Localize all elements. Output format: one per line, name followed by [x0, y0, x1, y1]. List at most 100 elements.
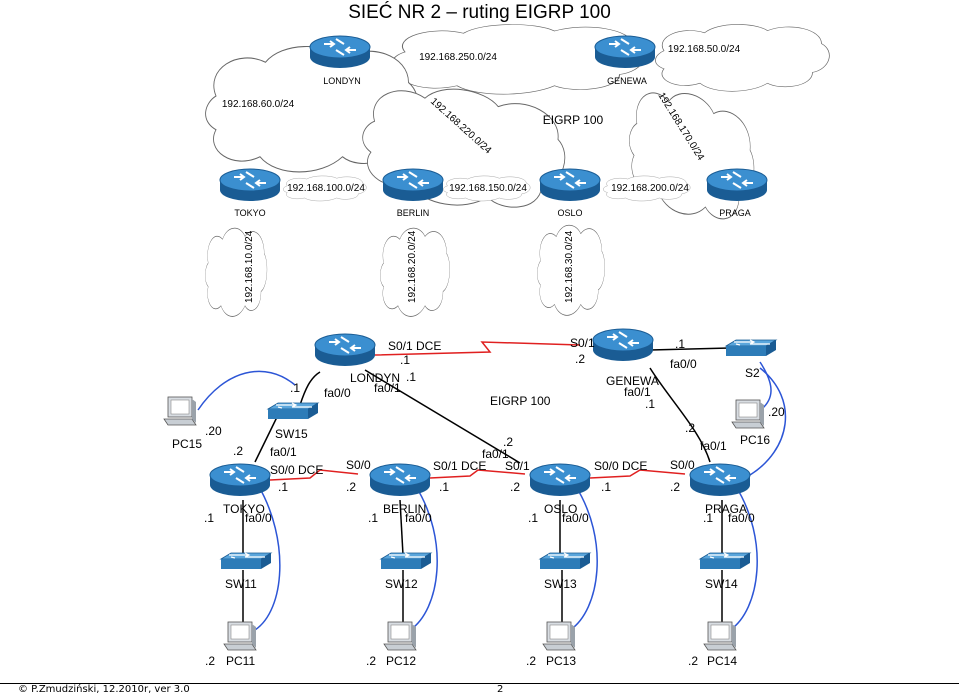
router-icon	[529, 463, 591, 497]
net-label: 192.168.10.0/24	[244, 230, 255, 303]
router-icon	[369, 463, 431, 497]
if-label: .2	[366, 654, 376, 668]
router-label: OSLO	[557, 208, 582, 218]
switch-icon	[699, 552, 751, 570]
if-label: .2	[503, 435, 513, 449]
switch-icon	[539, 552, 591, 570]
link	[254, 414, 279, 463]
pc-label: PC12	[386, 654, 416, 668]
if-label: .2	[510, 480, 520, 494]
serial-link	[374, 341, 581, 356]
net-label: 192.168.150.0/24	[449, 183, 527, 194]
router-icon	[689, 463, 751, 497]
switch-icon	[220, 552, 272, 570]
if-label: .2	[526, 654, 536, 668]
net-label: 192.168.20.0/24	[407, 230, 418, 303]
router-label: BERLIN	[383, 502, 426, 516]
if-label: S0/1	[505, 459, 530, 473]
switch-icon	[267, 402, 319, 420]
if-label: .1	[439, 480, 449, 494]
link	[364, 369, 521, 464]
router-label: TOKYO	[234, 208, 265, 218]
if-label: fa0/1	[270, 445, 297, 459]
if-label: .1	[406, 370, 416, 384]
footer-divider	[0, 683, 959, 684]
if-label: S0/1 DCE	[388, 339, 441, 353]
if-label: .20	[768, 405, 785, 419]
router-icon	[209, 463, 271, 497]
if-label: S0/1	[570, 336, 595, 350]
link	[254, 484, 281, 631]
pc-icon	[542, 621, 576, 651]
if-label: .2	[575, 352, 585, 366]
router-icon	[594, 35, 656, 69]
switch-icon	[725, 339, 777, 357]
pc-icon	[703, 621, 737, 651]
serial-link	[429, 469, 526, 479]
serial-link	[269, 469, 359, 481]
switch-label: S2	[745, 366, 760, 380]
net-label: 192.168.60.0/24	[222, 99, 295, 110]
if-label: .1	[528, 511, 538, 525]
if-label: fa0/0	[670, 357, 697, 371]
switch-label: SW12	[385, 577, 418, 591]
if-label: .1	[703, 511, 713, 525]
link	[729, 484, 758, 631]
router-icon	[219, 168, 281, 202]
pc-icon	[383, 621, 417, 651]
if-label: .1	[278, 480, 288, 494]
pc-label: PC11	[226, 654, 255, 668]
if-label: .1	[204, 511, 214, 525]
link	[197, 370, 296, 411]
pc-icon	[163, 396, 197, 426]
link	[749, 367, 787, 476]
if-label: fa0/1	[700, 439, 727, 453]
router-icon	[382, 168, 444, 202]
serial-link	[589, 469, 686, 479]
if-label: .20	[205, 424, 222, 438]
pc-label: PC13	[546, 654, 576, 668]
if-label: S0/1 DCE	[433, 459, 486, 473]
pc-icon	[731, 399, 765, 429]
if-label: .1	[675, 337, 685, 351]
router-label: LONDYN	[350, 371, 400, 385]
net-label: 192.168.50.0/24	[668, 44, 741, 55]
if-label: .2	[233, 444, 243, 458]
net-label: 192.168.250.0/24	[419, 52, 497, 63]
if-label: fa0/1	[374, 381, 401, 395]
if-label: .2	[688, 654, 698, 668]
router-icon	[706, 168, 768, 202]
if-label: S0/0	[346, 458, 371, 472]
router-icon	[592, 328, 654, 362]
links	[197, 341, 787, 631]
if-label: .2	[685, 421, 695, 435]
cloud-50	[655, 24, 830, 92]
if-label: fa0/0	[405, 511, 432, 525]
if-label: fa0/0	[245, 511, 272, 525]
router-label: PRAGA	[719, 208, 751, 218]
cloud-220	[355, 73, 572, 224]
if-label: .1	[601, 480, 611, 494]
if-label: .1	[645, 397, 655, 411]
router-icon	[309, 35, 371, 69]
page-number: 2	[497, 684, 504, 695]
net-label: 192.168.30.0/24	[564, 230, 575, 303]
router-label: BERLIN	[397, 208, 430, 218]
router-label: GENEWA	[606, 374, 659, 388]
router-label: OSLO	[544, 502, 577, 516]
router-label: GENEWA	[607, 76, 647, 86]
if-label: .1	[368, 511, 378, 525]
if-label: .1	[290, 381, 300, 395]
net-label: 192.168.100.0/24	[287, 183, 365, 194]
switch-icon	[380, 552, 432, 570]
pc-label: PC15	[172, 437, 202, 451]
switch-label: SW11	[225, 577, 257, 591]
pc-icon	[223, 621, 257, 651]
if-label: fa0/0	[562, 511, 589, 525]
pc-label: PC16	[740, 433, 770, 447]
if-label: fa0/1	[624, 385, 651, 399]
cloud-10	[204, 227, 268, 317]
eigrp-label: EIGRP 100	[490, 394, 551, 408]
if-label: .2	[670, 480, 680, 494]
